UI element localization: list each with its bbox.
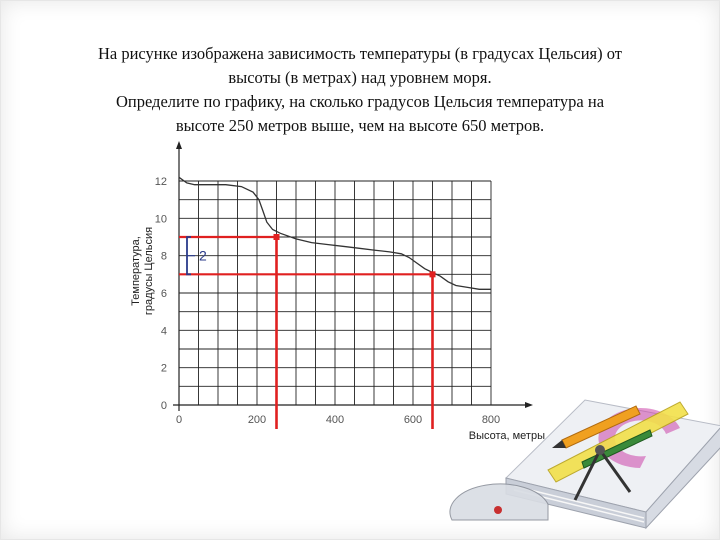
highlight-point: [429, 271, 436, 278]
y-axis-arrow: [176, 141, 182, 149]
grid: [179, 180, 492, 405]
compass-shape: [573, 445, 632, 501]
axes: [173, 141, 533, 411]
x-axis-title: Высота, метры: [469, 430, 545, 442]
y-tick-label: 6: [161, 288, 167, 300]
guides: [179, 234, 436, 429]
x-tick-label: 600: [404, 414, 422, 426]
task-line-3: Определите по графику, на сколько градус…: [115, 92, 605, 111]
y-tick-label: 8: [161, 251, 167, 263]
y-tick-label: 0: [161, 400, 167, 412]
x-tick-label: 400: [326, 414, 344, 426]
x-tick-label: 0: [176, 414, 182, 426]
y-axis-title-line1: Температура,: [130, 236, 142, 306]
y-tick-label: 10: [155, 213, 167, 225]
x-tick-label: 200: [248, 414, 266, 426]
y-tick-label: 4: [161, 325, 167, 337]
temperature-curve: [178, 176, 491, 290]
y-tick-label: 2: [161, 363, 167, 375]
task-line-4: высоте 250 метров выше, чем на высоте 65…: [175, 116, 545, 135]
task-line-2: высоты (в метрах) над уровнем моря.: [228, 68, 492, 87]
task-line-1: На рисунке изображена зависимость темпер…: [97, 44, 623, 63]
task-text: На рисунке изображена зависимость темпер…: [60, 42, 660, 138]
decoration: [449, 399, 720, 530]
curve: [178, 176, 491, 290]
semicircle-protractor: [449, 483, 549, 521]
x-tick-label: 800: [482, 414, 500, 426]
difference-label: 2: [199, 248, 207, 264]
pencil-shape: [552, 405, 653, 469]
x-axis-arrow: [525, 402, 533, 408]
y-tick-label: 12: [155, 176, 167, 188]
highlight-point: [273, 234, 280, 240]
y-axis-title-line2: градусы Цельсия: [143, 227, 155, 315]
